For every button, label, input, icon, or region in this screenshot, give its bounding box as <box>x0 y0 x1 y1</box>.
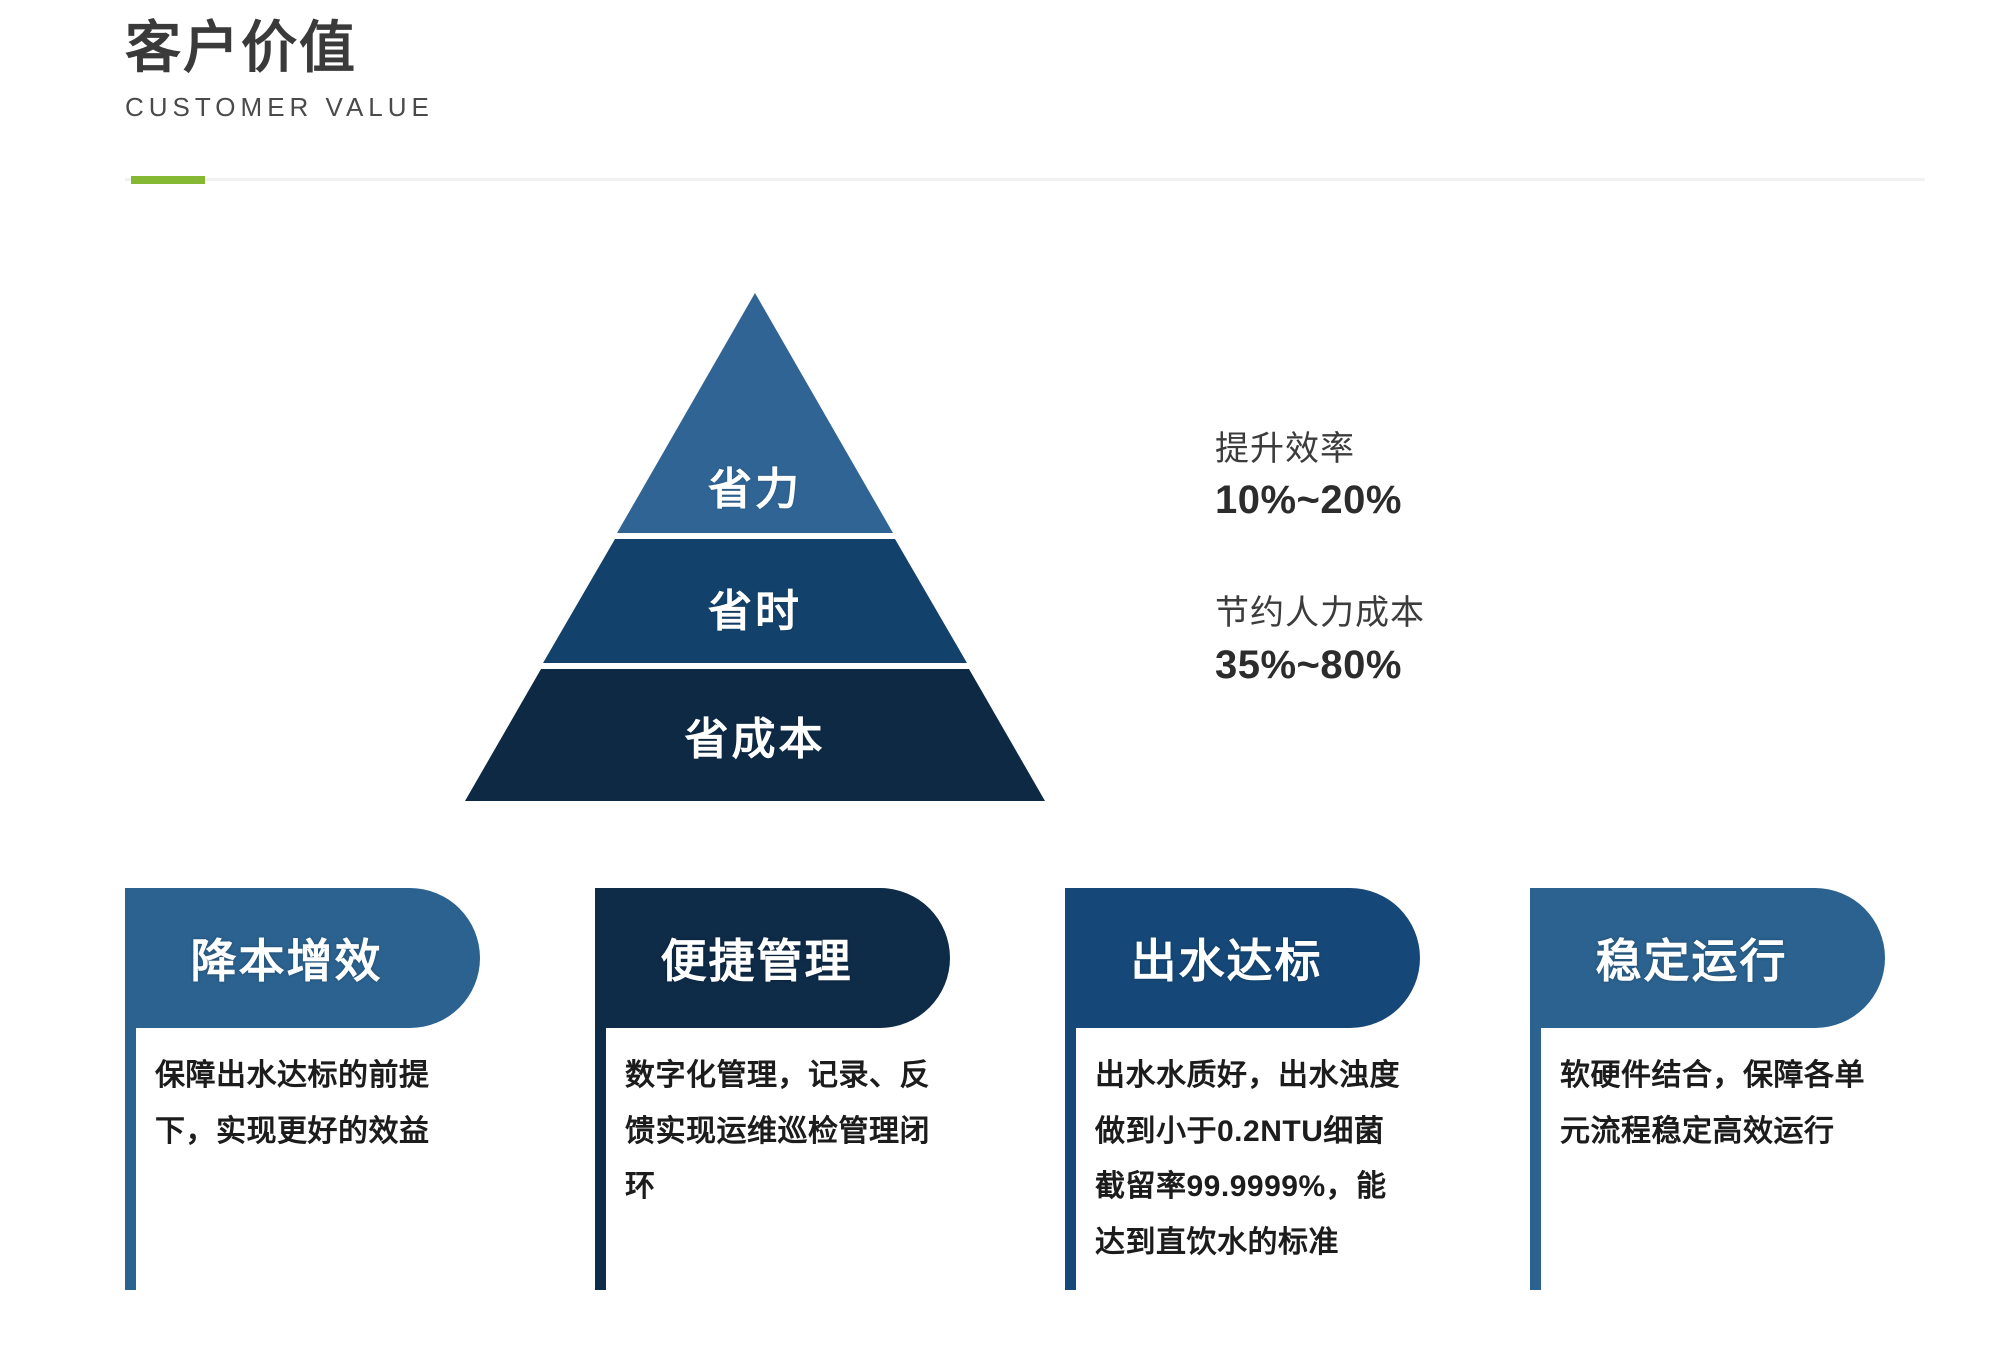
benefit-card-title: 稳定运行 <box>1595 935 1788 987</box>
page-subtitle: CUSTOMER VALUE <box>125 92 434 123</box>
benefit-card-title: 降本增效 <box>190 935 383 987</box>
pyramid-tier-bottom-label: 省成本 <box>684 715 826 764</box>
pyramid-tier-bottom-shape <box>465 669 1045 801</box>
benefit-card-body: 数字化管理，记录、反馈实现运维巡检管理闭环 <box>625 1059 930 1203</box>
benefit-card-accent-bar <box>1530 1028 1541 1290</box>
benefit-card: 出水达标 出水水质好，出水浊度做到小于0.2NTU细菌截留率99.9999%，能… <box>1065 888 1425 1308</box>
page-header: 客户价值 CUSTOMER VALUE <box>125 16 434 123</box>
stat-label: 提升效率 <box>1215 430 1355 468</box>
benefit-card-header: 便捷管理 <box>595 888 950 1028</box>
pyramid-tier-top-label: 省力 <box>708 465 802 514</box>
benefit-card: 稳定运行 软硬件结合，保障各单元流程稳定高效运行 <box>1530 888 1890 1308</box>
benefit-card-header: 稳定运行 <box>1530 888 1885 1028</box>
benefit-card-header: 出水达标 <box>1065 888 1420 1028</box>
stats-group: 提升效率 10%~20% 节约人力成本 35%~80% <box>1215 425 1635 754</box>
benefit-card-body: 保障出水达标的前提下，实现更好的效益 <box>155 1059 430 1148</box>
benefit-card-header: 降本增效 <box>125 888 480 1028</box>
benefit-card-body: 出水水质好，出水浊度做到小于0.2NTU细菌截留率99.9999%，能达到直饮水… <box>1095 1059 1400 1259</box>
stat-item-labor-cost: 节约人力成本 35%~80% <box>1215 589 1635 687</box>
pyramid-tier-bottom: 省成本 <box>465 669 1045 801</box>
header-divider <box>125 176 1925 184</box>
benefit-card-title: 便捷管理 <box>660 935 853 987</box>
benefit-card-title: 出水达标 <box>1130 935 1323 987</box>
stat-value: 35%~80% <box>1215 642 1402 687</box>
stat-value: 10%~20% <box>1215 478 1402 523</box>
benefit-card: 便捷管理 数字化管理，记录、反馈实现运维巡检管理闭环 <box>595 888 955 1308</box>
accent-bar <box>131 176 205 184</box>
pyramid-tier-middle-shape <box>543 539 967 663</box>
pyramid-tier-middle: 省时 <box>465 539 1045 663</box>
stat-label: 节约人力成本 <box>1215 594 1425 633</box>
value-pyramid: 省力 省时 省成本 <box>465 293 1045 801</box>
pyramid-tier-middle-label: 省时 <box>708 587 802 636</box>
benefit-card: 降本增效 保障出水达标的前提下，实现更好的效益 <box>125 888 485 1308</box>
benefit-card-body: 软硬件结合，保障各单元流程稳定高效运行 <box>1560 1059 1865 1148</box>
divider-line <box>125 178 1925 181</box>
benefit-cards: 降本增效 保障出水达标的前提下，实现更好的效益 便捷管理 数字化管理，记录、反馈… <box>125 888 1895 1308</box>
benefit-card-accent-bar <box>595 1028 606 1290</box>
benefit-card-accent-bar <box>1065 1028 1076 1290</box>
pyramid-tier-top-shape <box>617 293 893 533</box>
pyramid-tier-top: 省力 <box>465 293 1045 533</box>
stat-item-efficiency: 提升效率 10%~20% <box>1215 425 1635 523</box>
benefit-card-accent-bar <box>125 1028 136 1290</box>
page-title: 客户价值 <box>125 16 357 79</box>
